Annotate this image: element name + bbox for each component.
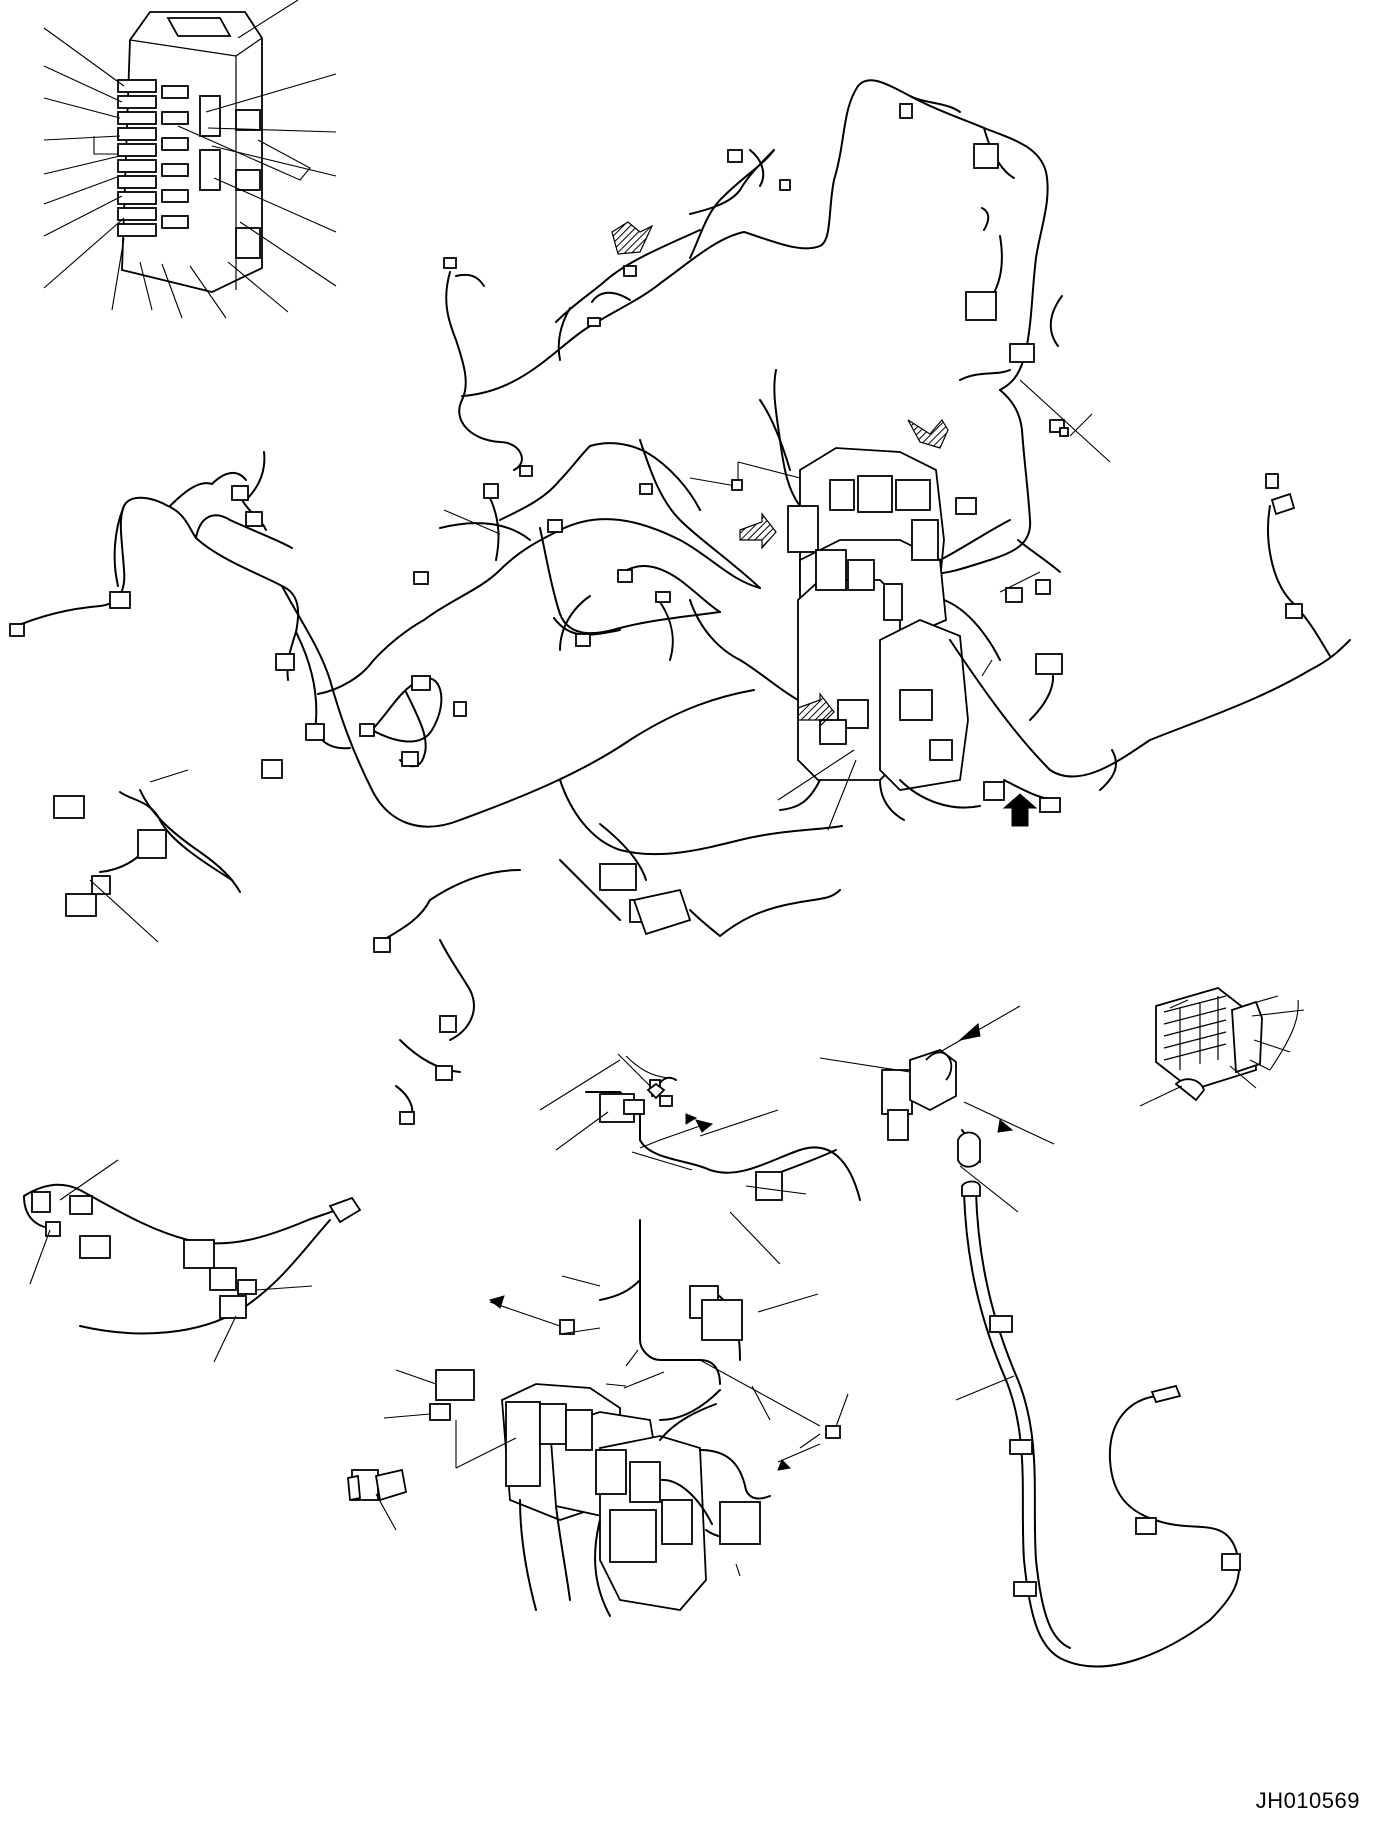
central-fuse-relay-assembly xyxy=(689,447,1351,831)
center-left-leader-lines xyxy=(539,1055,698,1125)
left-harness xyxy=(9,442,761,828)
central-connecting-wires xyxy=(373,399,843,1125)
direction-arrow-icon xyxy=(611,221,654,255)
direction-arrow-icon xyxy=(739,512,777,550)
right-relay-detail xyxy=(819,1005,1055,1163)
direction-arrow-icon xyxy=(907,418,949,449)
lower-center-harness xyxy=(488,1053,861,1431)
lower-left-harness-detail xyxy=(23,1159,362,1363)
connector-detail-left xyxy=(53,769,241,943)
drawing-code-label: JH010569 xyxy=(1255,1788,1360,1813)
right-connector-block-detail xyxy=(1139,987,1305,1107)
bottom-fuse-assembly xyxy=(347,1359,849,1617)
right-long-harness xyxy=(955,1131,1241,1668)
upper-cab-harness xyxy=(443,79,1111,575)
fuse-box-leader-lines xyxy=(43,0,337,319)
fuse-box-detail xyxy=(43,0,337,319)
direction-arrow-icon xyxy=(797,692,835,728)
up-arrow-icon xyxy=(1002,793,1038,827)
top-right-connectors xyxy=(955,295,1296,595)
